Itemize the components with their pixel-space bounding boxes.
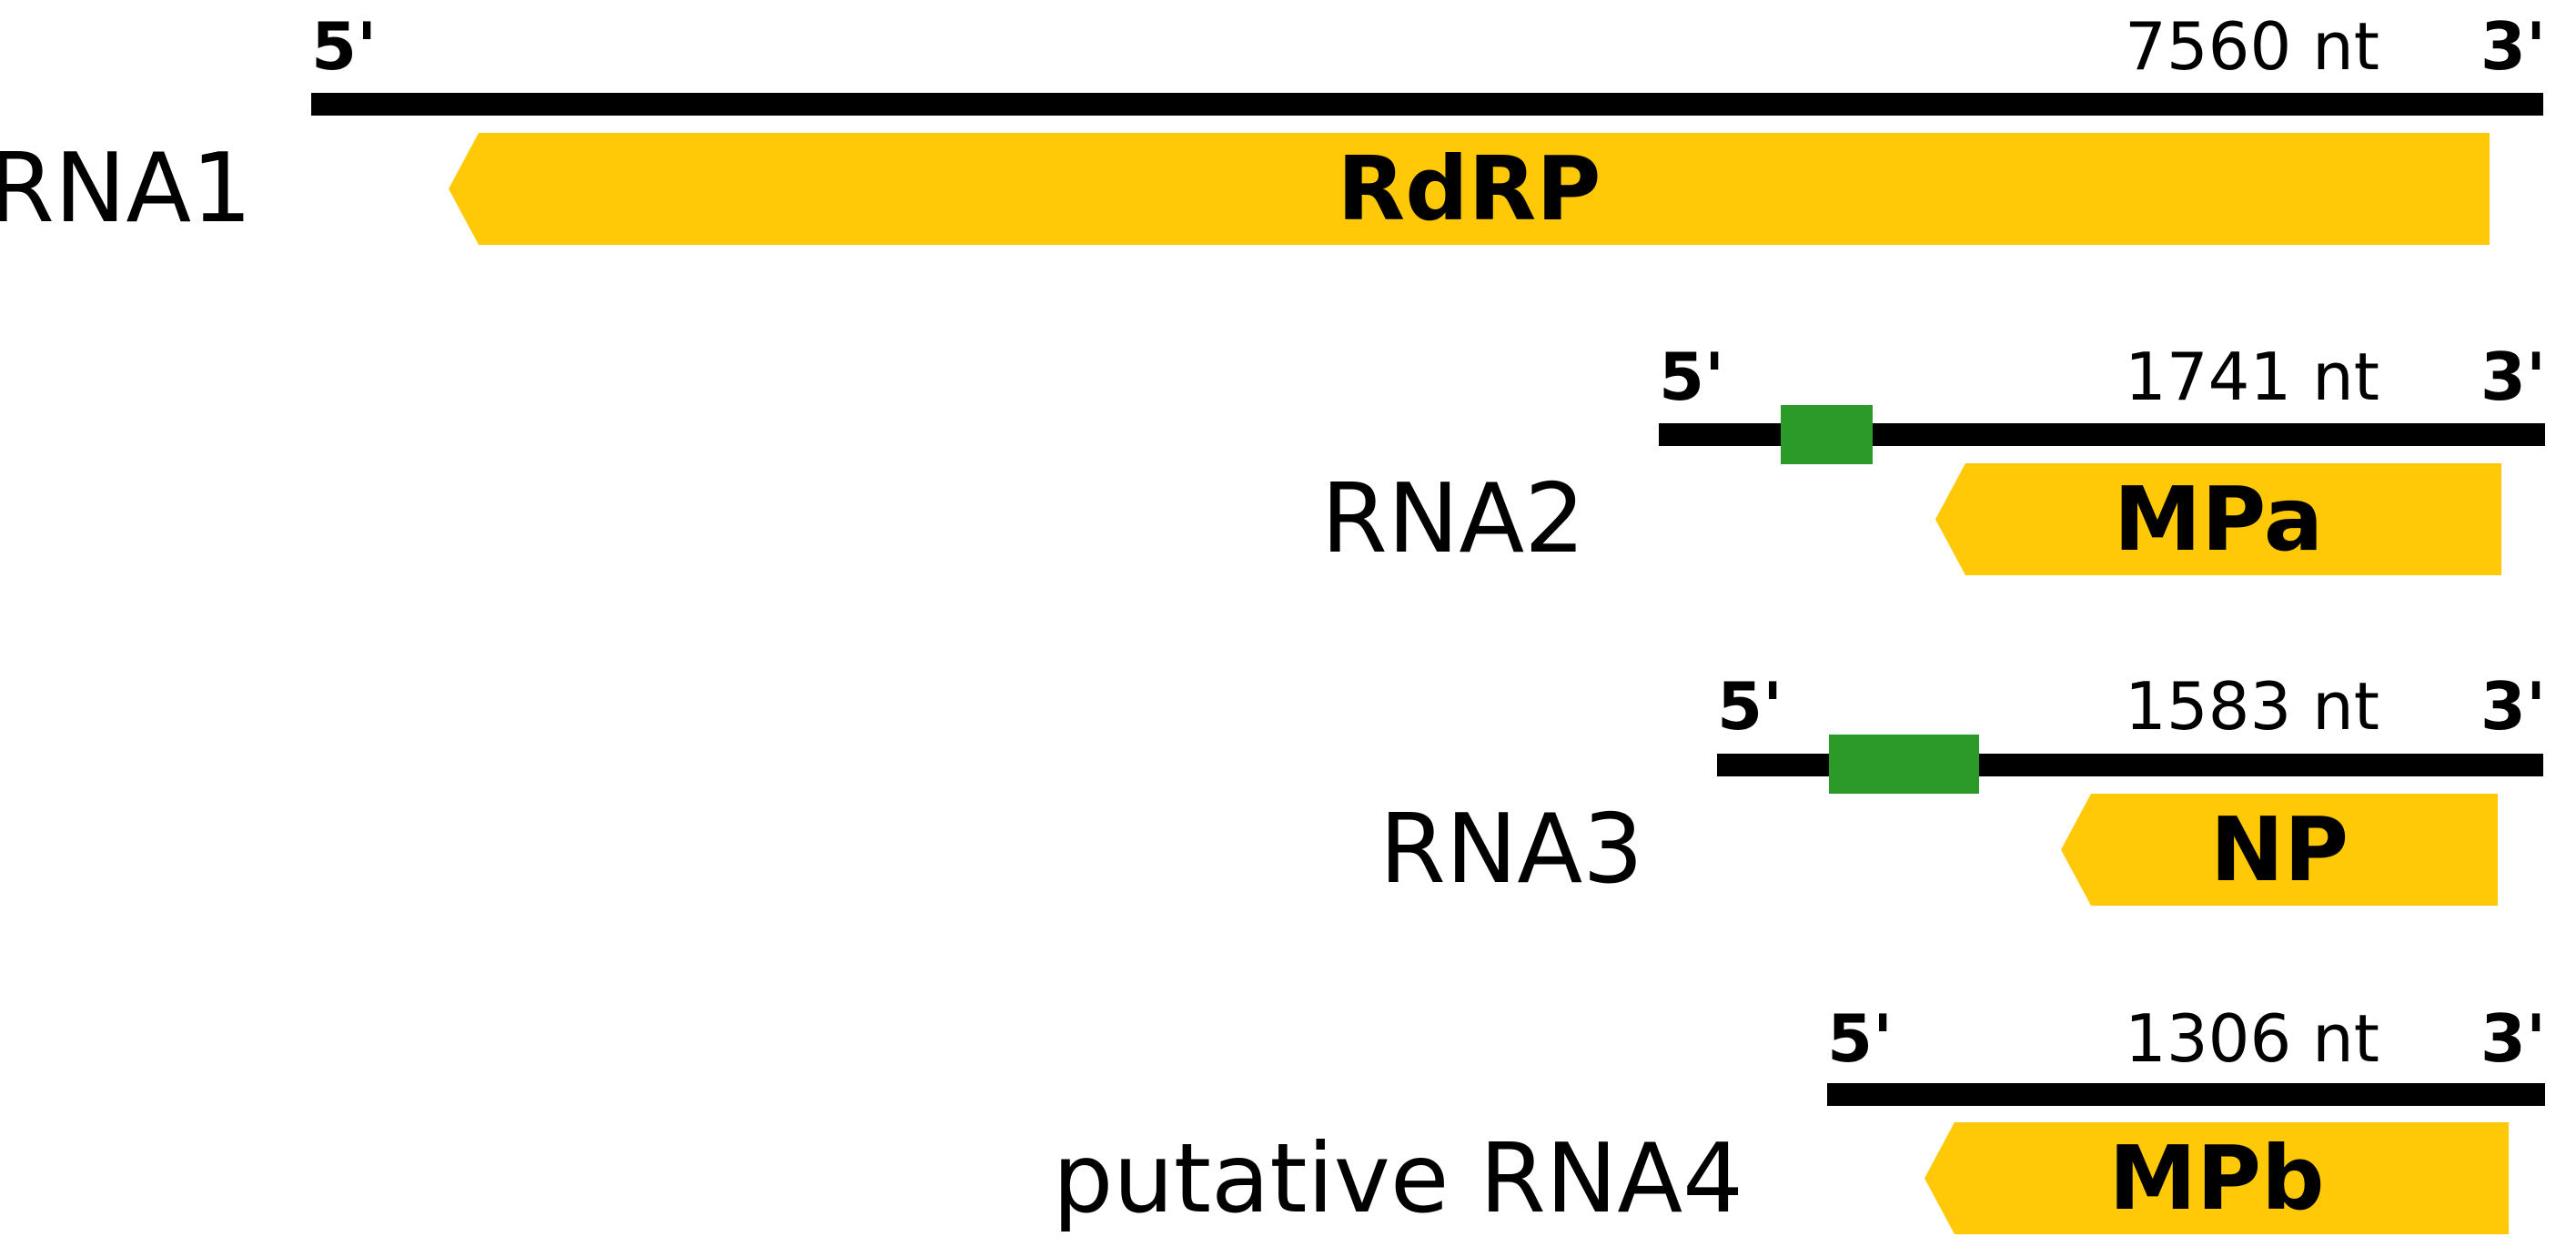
- rna3-five-prime-label: 5': [1717, 668, 1783, 745]
- rna1-five-prime-label: 5': [311, 8, 378, 85]
- rna1-orf-arrow-rdrp: RdRP: [449, 133, 2490, 245]
- rna1-genome-line: [311, 93, 2543, 116]
- rna2-orf-label: MPa: [2113, 468, 2324, 571]
- rna3-length-label: 1583 nt: [2125, 668, 2379, 745]
- rna1-orf-label: RdRP: [1337, 137, 1601, 240]
- rna4-orf-label: MPb: [2108, 1127, 2325, 1230]
- rna2-orf-arrow-mpa: MPa: [1935, 463, 2501, 575]
- rna4-five-prime-label: 5': [1827, 1000, 1894, 1077]
- rna3-orf-arrow-np: NP: [2061, 794, 2498, 906]
- segment-label-rna2: RNA2: [1320, 463, 1585, 574]
- rna2-green-box: [1781, 405, 1873, 464]
- rna4-orf-arrow-mpb: MPb: [1924, 1122, 2509, 1234]
- rna4-genome-line: [1827, 1083, 2545, 1106]
- segment-label-rna1: RNA1: [0, 133, 252, 244]
- rna3-three-prime-label: 3': [2480, 668, 2546, 745]
- rna2-length-label: 1741 nt: [2125, 339, 2379, 415]
- rna2-three-prime-label: 3': [2480, 339, 2546, 415]
- segment-label-rna4: putative RNA4: [1052, 1123, 1743, 1234]
- rna1-length-label: 7560 nt: [2125, 8, 2379, 85]
- rna3-green-box: [1829, 735, 1979, 794]
- rna1-three-prime-label: 3': [2480, 8, 2546, 85]
- rna4-length-label: 1306 nt: [2125, 1000, 2379, 1077]
- rna4-three-prime-label: 3': [2480, 1000, 2546, 1077]
- rna3-orf-label: NP: [2209, 798, 2349, 901]
- rna2-five-prime-label: 5': [1659, 339, 1725, 415]
- segment-label-rna3: RNA3: [1379, 794, 1643, 905]
